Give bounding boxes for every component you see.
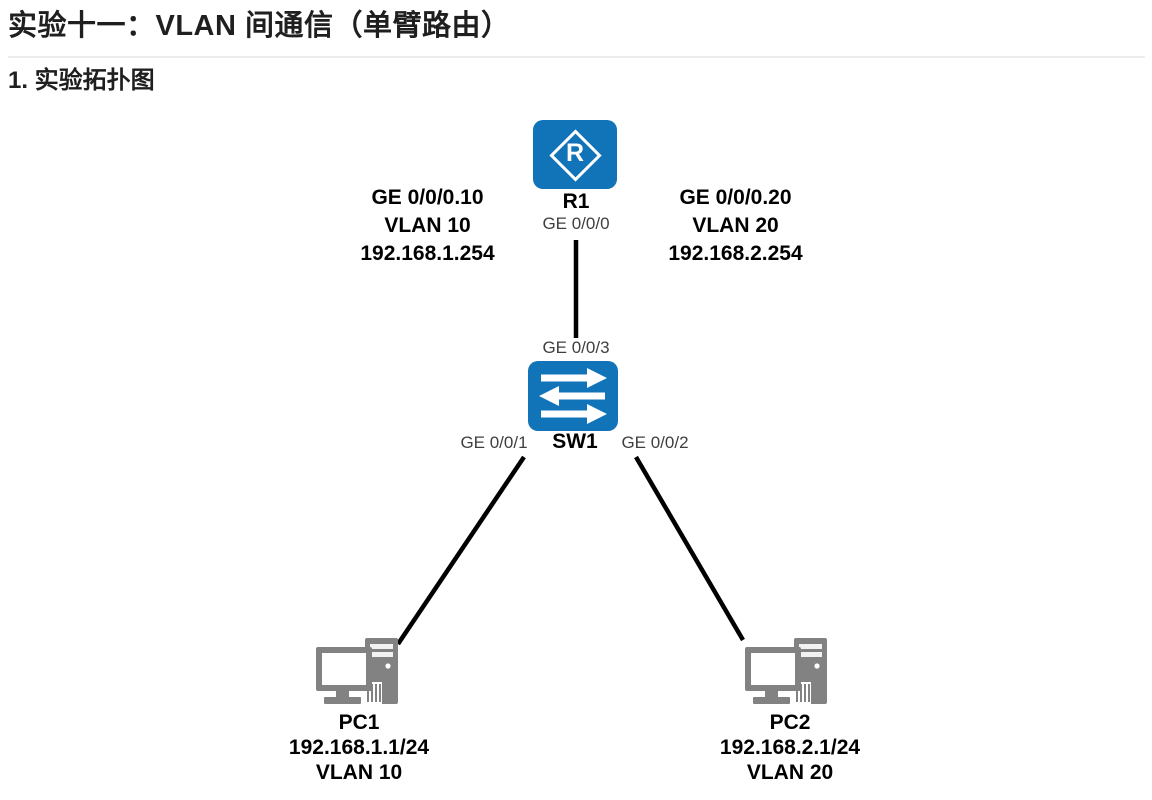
router-icon: R [533,120,617,189]
switch-icon [528,361,618,431]
pc1-name-label: PC1 [338,711,380,734]
pc1-label-block: PC1 192.168.1.1/24 VLAN 10 [259,710,459,785]
router-symbol-letter: R [565,139,585,167]
switch-right-port-label: GE 0/0/2 [621,433,689,452]
pc-icon [314,636,406,708]
pc2-label-block: PC2 192.168.2.1/24 VLAN 20 [690,710,890,785]
router-subif-right-block: GE 0/0/0.20 VLAN 20 192.168.2.254 [638,184,833,268]
page-title: 实验十一：VLAN 间通信（单臂路由） [8,2,1145,58]
section-heading: 1. 实验拓扑图 [8,67,155,94]
switch-arrows [539,368,607,424]
pc2-vlan-label: VLAN 20 [746,761,834,784]
subif-left-ip: 192.168.1.254 [360,242,495,265]
pc1-vlan-label: VLAN 10 [315,761,403,784]
switch-name-label: SW1 [552,430,598,453]
pc1-icon-art [316,638,398,704]
pc1-ip-label: 192.168.1.1/24 [288,736,430,759]
router-name-label: R1 [562,190,590,213]
subif-right-port: GE 0/0/0.20 [679,186,792,209]
router-subif-left-block: GE 0/0/0.10 VLAN 10 192.168.1.254 [330,184,525,268]
pc2-name-label: PC2 [769,711,811,734]
pc2-icon-art [745,638,827,704]
subif-right-ip: 192.168.2.254 [668,242,803,265]
pc2-ip-label: 192.168.2.1/24 [719,736,861,759]
switch-left-port-label: GE 0/0/1 [460,433,528,452]
link-sw1-pc1 [396,455,526,646]
subif-right-vlan: VLAN 20 [692,214,779,237]
switch-uplink-port-label: GE 0/0/3 [542,338,610,357]
subif-left-vlan: VLAN 10 [384,214,471,237]
router-trunk-port-label: GE 0/0/0 [542,214,610,233]
link-sw1-pc2 [634,455,745,642]
switch-icon-body [528,361,618,431]
subif-left-port: GE 0/0/0.10 [371,186,484,209]
pc-icon [743,636,835,708]
router-icon-body: R [533,120,617,189]
